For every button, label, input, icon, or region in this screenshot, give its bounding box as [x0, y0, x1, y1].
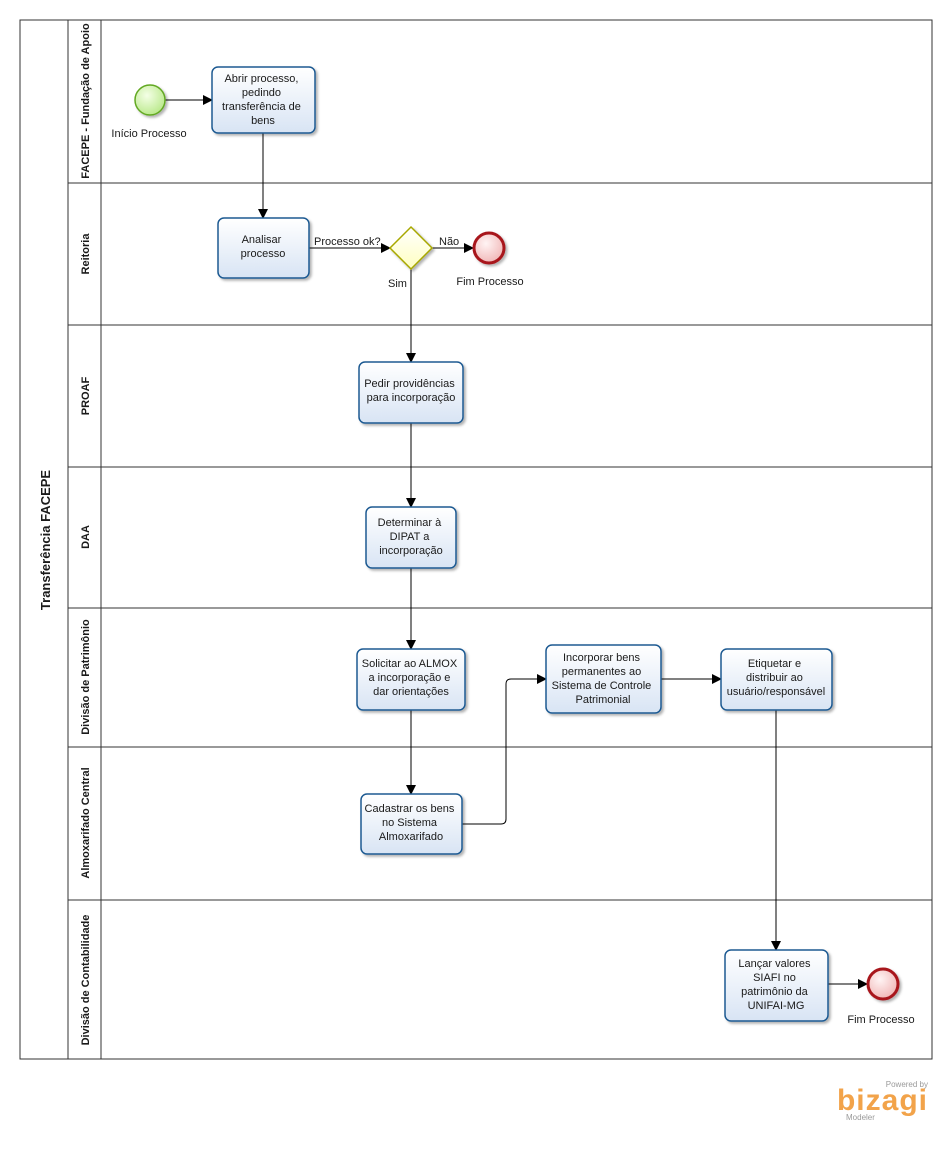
lane-title-reitoria: Reitoria — [80, 233, 92, 275]
task-abrir-label: Abrir processo, pedindo transferência de… — [222, 73, 304, 127]
end-event-final[interactable] — [866, 967, 900, 1001]
task-solicitar-almox[interactable]: Solicitar ao ALMOX a incorporação e dar … — [356, 648, 466, 711]
logo-brand: bizagi — [837, 1084, 928, 1117]
task-analisar-label: Analisar processo — [241, 234, 286, 260]
gateway-yes-label: Sim — [388, 278, 407, 290]
lane-title-proaf: PROAF — [80, 376, 92, 415]
end-event-rejected-label: Fim Processo — [456, 276, 523, 288]
pool: Transferência FACEPE — [19, 19, 933, 1060]
sequence-flows — [165, 95, 868, 989]
task-cadastrar-bens[interactable]: Cadastrar os bens no Sistema Almoxarifad… — [360, 793, 463, 855]
lane-title-contabilidade: Divisão de Contabilidade — [80, 915, 92, 1046]
lane-title-almoxarifado: Almoxarifado Central — [80, 767, 92, 878]
logo-powered-by: Powered by — [886, 1080, 928, 1089]
lane-separators — [68, 182, 932, 901]
task-lancar-label: Lançar valores SIAFI no patrimônio da UN… — [738, 958, 813, 1012]
task-determinar-dipat[interactable]: Determinar à DIPAT a incorporação — [365, 506, 457, 569]
task-etiquetar-distribuir[interactable]: Etiquetar e distribuir ao usuário/respon… — [720, 648, 833, 711]
bizagi-logo: Powered by bizagi Modeler — [837, 1080, 928, 1122]
task-pedir-label: Pedir providências para incorporação — [364, 378, 458, 404]
task-etiquetar-label: Etiquetar e distribuir ao usuário/respon… — [727, 658, 825, 698]
gateway-question-label: Processo ok? — [314, 236, 381, 248]
logo-product: Modeler — [846, 1113, 875, 1122]
task-cadastrar-label: Cadastrar os bens no Sistema Almoxarifad… — [365, 803, 458, 843]
lane-title-facepe: FACEPE - Fundação de Apoio — [80, 23, 92, 179]
start-event-label: Início Processo — [111, 128, 186, 140]
task-pedir-providencias[interactable]: Pedir providências para incorporação — [358, 361, 464, 424]
task-incorporar-bens[interactable]: Incorporar bens permanentes ao Sistema d… — [545, 644, 662, 714]
task-analisar-processo[interactable]: Analisar processo — [217, 217, 310, 279]
lane-title-patrimonio: Divisão de Patrimônio — [80, 619, 92, 735]
exclusive-gateway[interactable] — [388, 225, 434, 271]
start-event[interactable] — [134, 84, 166, 116]
pool-title: Transferência FACEPE — [38, 470, 53, 610]
flow-cadastrar-to-incorporar — [462, 674, 547, 825]
gateway-no-label: Não — [439, 236, 459, 248]
task-incorporar-label: Incorporar bens permanentes ao Sistema d… — [552, 652, 655, 706]
lane-titles: FACEPE - Fundação de Apoio Reitoria PROA… — [80, 23, 92, 1045]
task-solicitar-label: Solicitar ao ALMOX a incorporação e dar … — [362, 658, 460, 698]
task-abrir-processo[interactable]: Abrir processo, pedindo transferência de… — [211, 66, 316, 134]
task-determinar-label: Determinar à DIPAT a incorporação — [378, 517, 445, 557]
lane-title-daa: DAA — [80, 525, 92, 549]
end-event-final-label: Fim Processo — [847, 1014, 914, 1026]
end-event-rejected[interactable] — [472, 231, 506, 265]
task-lancar-valores[interactable]: Lançar valores SIAFI no patrimônio da UN… — [724, 949, 829, 1022]
